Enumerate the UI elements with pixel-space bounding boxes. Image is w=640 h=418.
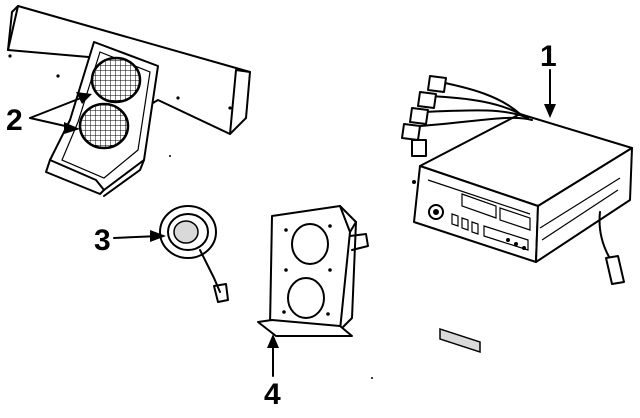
arrow-icon xyxy=(544,104,556,118)
callout-label: 3 xyxy=(94,224,111,257)
radio-receiver xyxy=(401,75,633,353)
gauge-hole-lower xyxy=(287,277,325,319)
mounting-hole xyxy=(56,74,60,78)
round-speaker xyxy=(159,205,229,303)
callout-label: 2 xyxy=(6,104,23,137)
speaker-console-panel xyxy=(7,5,251,197)
mounting-hole xyxy=(8,54,12,58)
radio-display xyxy=(439,327,481,353)
callout-label: 1 xyxy=(540,40,557,73)
gauge-hole-upper xyxy=(291,223,329,265)
arrow-icon xyxy=(64,122,80,134)
callout-1: 1 xyxy=(540,40,557,118)
arrow-icon xyxy=(267,334,279,348)
callout-4: 4 xyxy=(264,334,281,411)
speaker-grille-lower xyxy=(78,102,130,150)
mounting-hole xyxy=(228,106,232,110)
callout-3: 3 xyxy=(94,224,166,257)
speaker-grille-upper xyxy=(90,56,142,104)
arrow-icon xyxy=(76,92,92,104)
mounting-hole xyxy=(176,96,180,100)
callout-2: 2 xyxy=(6,92,92,137)
arrow-icon xyxy=(150,230,166,242)
gauge-bracket xyxy=(257,205,369,337)
callout-label: 4 xyxy=(264,378,281,411)
